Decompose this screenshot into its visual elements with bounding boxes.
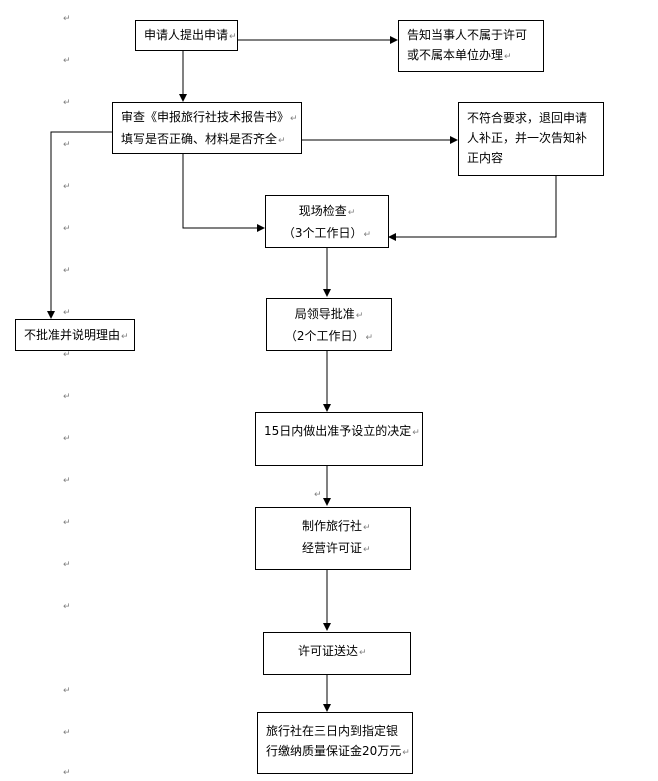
node-approve-line-1: 局领导批准 <box>294 307 355 321</box>
paragraph-mark: ↵ <box>63 392 71 402</box>
paragraph-mark: ↵ <box>63 140 71 150</box>
paragraph-mark: ↵ <box>63 308 71 318</box>
node-reject-line-1: 不批准并说明理由 <box>24 328 121 342</box>
node-decide: 15日内做出准予设立的决定↵ <box>255 412 423 466</box>
paragraph-mark: ↵ <box>63 224 71 234</box>
node-inspect: 现场检查↵ （3个工作日）↵ <box>265 195 389 248</box>
node-deliver-line-1: 许可证送达 <box>298 644 359 658</box>
paragraph-mark: ↵ <box>63 686 71 696</box>
paragraph-mark: ↵ <box>63 602 71 612</box>
node-deposit-line-2: 行缴纳质量保证金20万元 <box>266 744 402 758</box>
node-supplement-line-3: 正内容 <box>467 151 504 165</box>
node-notify: 告知当事人不属于许可 或不属本单位办理↵ <box>398 20 544 72</box>
paragraph-mark: ↵ <box>63 98 71 108</box>
paragraph-mark: ↵ <box>63 14 71 24</box>
node-make-license-line-2: 经营许可证 <box>302 541 363 555</box>
paragraph-mark: ↵ <box>63 728 71 738</box>
node-approve: 局领导批准↵ （2个工作日）↵ <box>266 298 392 351</box>
node-inspect-line-2: （3个工作日） <box>282 226 363 240</box>
node-review: 审查《申报旅行社技术报告书》↵ 填写是否正确、材料是否齐全↵ <box>112 102 302 154</box>
paragraph-mark: ↵ <box>63 476 71 486</box>
node-reject: 不批准并说明理由↵ <box>15 319 135 351</box>
node-supplement: 不符合要求，退回申请 人补正，并一次告知补 正内容 <box>458 102 604 176</box>
paragraph-mark: ↵ <box>63 266 71 276</box>
paragraph-mark: ↵ <box>63 768 71 778</box>
paragraph-mark: ↵ <box>63 434 71 444</box>
node-notify-line-2: 或不属本单位办理 <box>407 48 504 62</box>
node-deliver: 许可证送达↵ <box>263 632 411 675</box>
arrow-review-to-inspect <box>182 154 265 232</box>
paragraph-mark: ↵ <box>63 350 71 360</box>
node-review-line-2: 填写是否正确、材料是否齐全 <box>121 132 278 146</box>
node-notify-line-1: 告知当事人不属于许可 <box>407 28 528 42</box>
arrow-supplement-to-inspect <box>388 176 557 241</box>
node-inspect-line-1: 现场检查 <box>298 204 347 218</box>
arrow-review-to-reject <box>47 131 112 319</box>
paragraph-mark: ↵ <box>63 518 71 528</box>
node-deposit: 旅行社在三日内到指定银 行缴纳质量保证金20万元↵ <box>257 712 413 774</box>
node-approve-line-2: （2个工作日） <box>284 329 365 343</box>
node-make-license: 制作旅行社↵ 经营许可证↵ <box>255 507 411 570</box>
node-supplement-line-1: 不符合要求，退回申请 <box>467 111 588 125</box>
node-supplement-line-2: 人补正，并一次告知补 <box>467 131 588 145</box>
node-apply: 申请人提出申请↵ <box>135 20 238 51</box>
paragraph-mark: ↵ <box>63 182 71 192</box>
node-review-line-1: 审查《申报旅行社技术报告书》 <box>121 110 290 124</box>
node-apply-line-1: 申请人提出申请 <box>144 28 229 42</box>
node-make-license-line-1: 制作旅行社 <box>302 519 363 533</box>
paragraph-mark: ↵ <box>314 490 322 500</box>
paragraph-mark: ↵ <box>63 560 71 570</box>
paragraph-mark: ↵ <box>63 56 71 66</box>
node-decide-line-1: 15日内做出准予设立的决定 <box>264 424 412 438</box>
node-deposit-line-1: 旅行社在三日内到指定银 <box>266 724 399 738</box>
